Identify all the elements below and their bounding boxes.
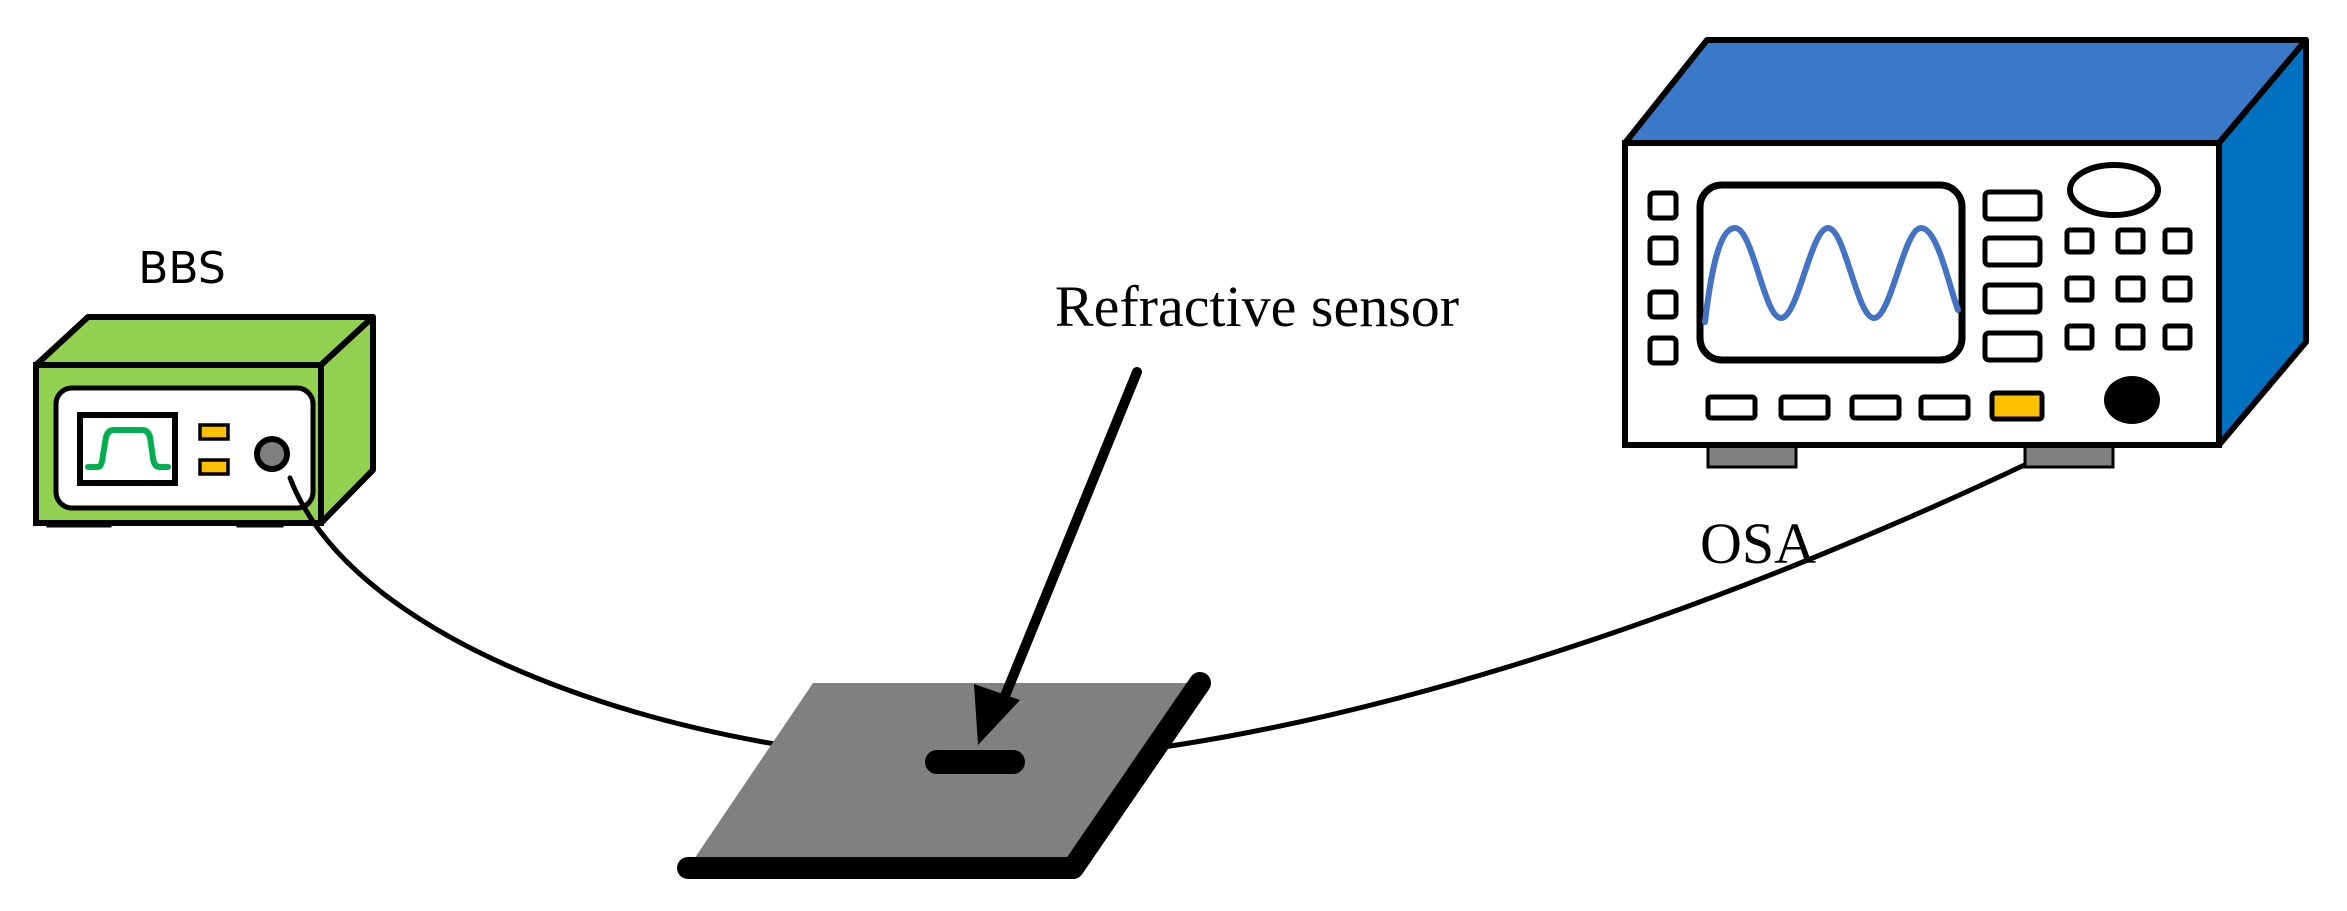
bbs-spectrum-trace [85,427,171,470]
bbs-button-bottom [198,458,230,476]
osa-left-button-3 [1647,289,1679,320]
osa-left-button-4 [1647,335,1679,366]
osa-left-button-2 [1647,235,1679,266]
optical-fiber [287,413,2128,765]
osa-keypad-key [2115,227,2146,255]
osa-label: OSA [1700,511,1816,576]
osa-keypad-key [2115,275,2146,303]
bbs-output-port [254,436,290,472]
bbs-screen [77,412,178,486]
osa-bottom-key-highlight [1989,390,2045,422]
sensor-pointer-arrow [974,367,1142,745]
osa-keypad-key [2064,227,2095,255]
osa-soft-key-3 [1982,282,2043,315]
osa-keypad-key [2162,323,2193,351]
osa-bottom-key-2 [1778,394,1831,421]
osa-input-port [2104,376,2160,424]
bbs-button-top [198,423,230,441]
osa-keypad-key [2162,227,2193,255]
bbs-device [33,314,376,528]
osa-top-face [1622,37,2309,146]
osa-left-button-1 [1647,190,1679,221]
sensor-plate [688,683,1200,868]
osa-foot-left [1706,443,1798,469]
bbs-label: BBS [138,243,226,294]
sensor-label: Refractive sensor [1055,274,1459,339]
osa-screen [1696,181,1966,364]
bbs-top-face [33,314,376,368]
osa-keypad-key [2115,323,2146,351]
osa-keypad-key [2162,275,2193,303]
osa-soft-key-4 [1982,330,2043,363]
osa-knob [2067,162,2161,218]
osa-bottom-key-4 [1918,394,1971,421]
osa-bottom-key-1 [1705,394,1758,421]
osa-device [1622,37,2309,469]
plate-edge-right [1062,672,1211,879]
osa-spectrum-wave [1702,224,1961,325]
osa-keypad-key [2064,323,2095,351]
osa-soft-key-2 [1982,235,2043,268]
sensor-stage [677,672,1211,879]
osa-soft-key-1 [1982,189,2043,222]
osa-bottom-key-3 [1849,394,1902,421]
osa-keypad-key [2064,275,2095,303]
osa-foot-right [2023,443,2115,469]
